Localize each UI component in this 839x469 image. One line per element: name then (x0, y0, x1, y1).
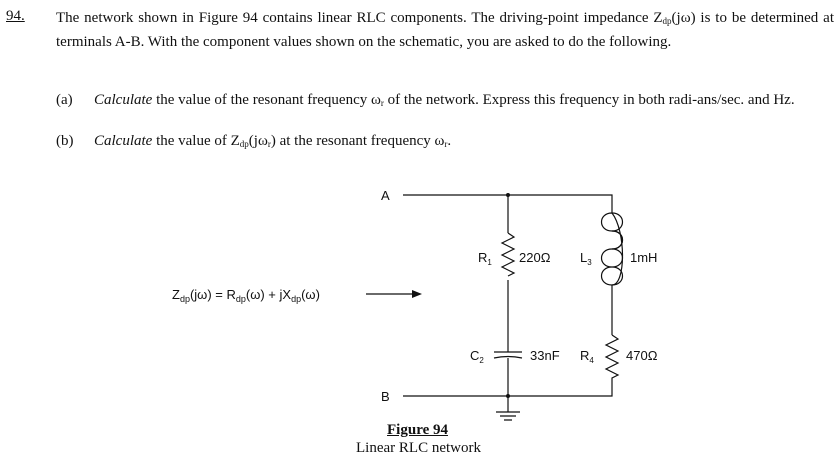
figure-caption: Linear RLC network (356, 440, 481, 456)
c2-value: 33nF (530, 348, 560, 363)
problem-number: 94. (6, 8, 25, 24)
impedance-equation: Zdp(jω) = Rdp(ω) + jXdp(ω) (172, 287, 320, 304)
part-label: (a) (56, 92, 73, 108)
terminal-b-label: B (381, 389, 390, 404)
capacitor-c2 (493, 351, 523, 359)
l3-label: L3 (580, 250, 592, 267)
r4-value: 470Ω (626, 348, 658, 363)
part-text: Calculate the value of the resonant freq… (94, 92, 795, 108)
arrow-head-icon (412, 290, 422, 298)
problem-statement: The network shown in Figure 94 contains … (56, 10, 834, 50)
r1-label: R1 (478, 250, 492, 267)
c2-label: C2 (470, 348, 484, 365)
terminal-a-label: A (381, 188, 390, 203)
r4-label: R4 (580, 348, 594, 365)
resistor-r1 (500, 232, 516, 277)
part-text: Calculate the value of Zdp(jωr) at the r… (94, 133, 452, 149)
part-label: (b) (56, 133, 74, 149)
ground-icon (496, 396, 520, 421)
r1-value: 220Ω (519, 250, 551, 265)
inductor-l3 (600, 212, 624, 286)
resistor-r4 (403, 334, 620, 397)
figure-title: Figure 94 (387, 422, 448, 438)
l3-value: 1mH (630, 250, 657, 265)
wire-a (403, 194, 613, 213)
